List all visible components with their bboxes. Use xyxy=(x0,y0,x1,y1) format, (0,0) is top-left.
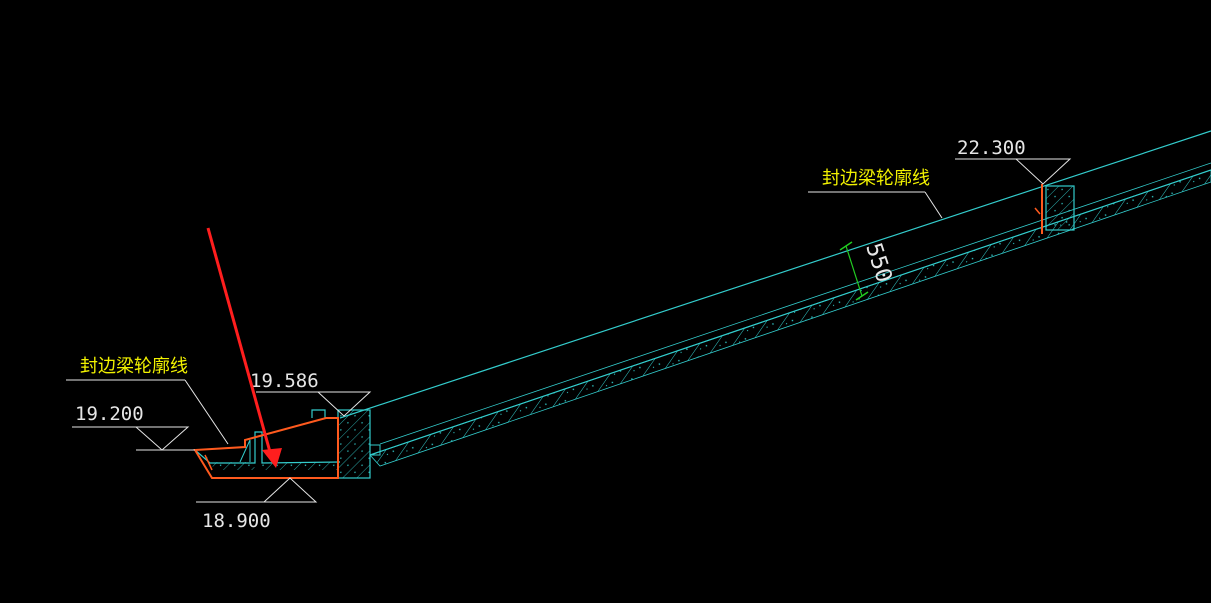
left-beam-small-step xyxy=(311,409,326,418)
elevation-value: 22.300 xyxy=(957,137,1026,159)
dimension-tick-top xyxy=(839,241,853,251)
slab-top-line xyxy=(339,130,1211,419)
right-label-group: 封边梁轮廓线 xyxy=(808,168,943,219)
left-beam-orange-outline xyxy=(193,417,339,479)
triangle-elevation-icon xyxy=(316,391,372,417)
right-edge-beam xyxy=(1034,184,1075,234)
left-label-group: 封边梁轮廓线 xyxy=(66,356,229,445)
elevation-value: 18.900 xyxy=(202,510,271,532)
right-beam-block xyxy=(1045,185,1075,231)
dimension-tick-bottom xyxy=(855,291,869,301)
right-beam-tick xyxy=(1034,207,1041,215)
slab-hatch-band xyxy=(369,169,1211,467)
elevation-value: 19.200 xyxy=(75,403,144,425)
red-arrow-icon xyxy=(206,227,282,468)
elevation-value: 19.586 xyxy=(250,370,319,392)
right-label-leader xyxy=(924,191,943,219)
support-block-lip xyxy=(370,444,381,456)
slab-inner-line xyxy=(379,162,1211,445)
support-block xyxy=(337,409,371,479)
triangle-elevation-icon xyxy=(262,477,318,503)
left-edge-beam xyxy=(193,409,381,479)
triangle-elevation-icon xyxy=(1014,158,1072,185)
left-beam-hatch xyxy=(205,455,338,470)
arrow-shaft xyxy=(206,227,272,453)
elevation-marker-19586: 19.586 xyxy=(250,370,372,417)
left-beam-cyan-top xyxy=(239,439,251,463)
elevation-marker-18900: 18.900 xyxy=(196,477,318,532)
elevation-marker-22300: 22.300 xyxy=(955,137,1072,185)
sloped-slab xyxy=(339,130,1211,467)
dimension-value: 550 xyxy=(860,240,896,286)
dimension-line xyxy=(845,245,863,297)
elevation-marker-19200: 19.200 xyxy=(72,403,195,451)
left-beam-label: 封边梁轮廓线 xyxy=(80,356,188,377)
orange-inner-line xyxy=(204,454,213,471)
right-beam-label: 封边梁轮廓线 xyxy=(822,168,930,189)
arrow-head xyxy=(262,448,282,468)
left-label-leader xyxy=(184,379,229,445)
triangle-elevation-icon xyxy=(134,426,190,451)
